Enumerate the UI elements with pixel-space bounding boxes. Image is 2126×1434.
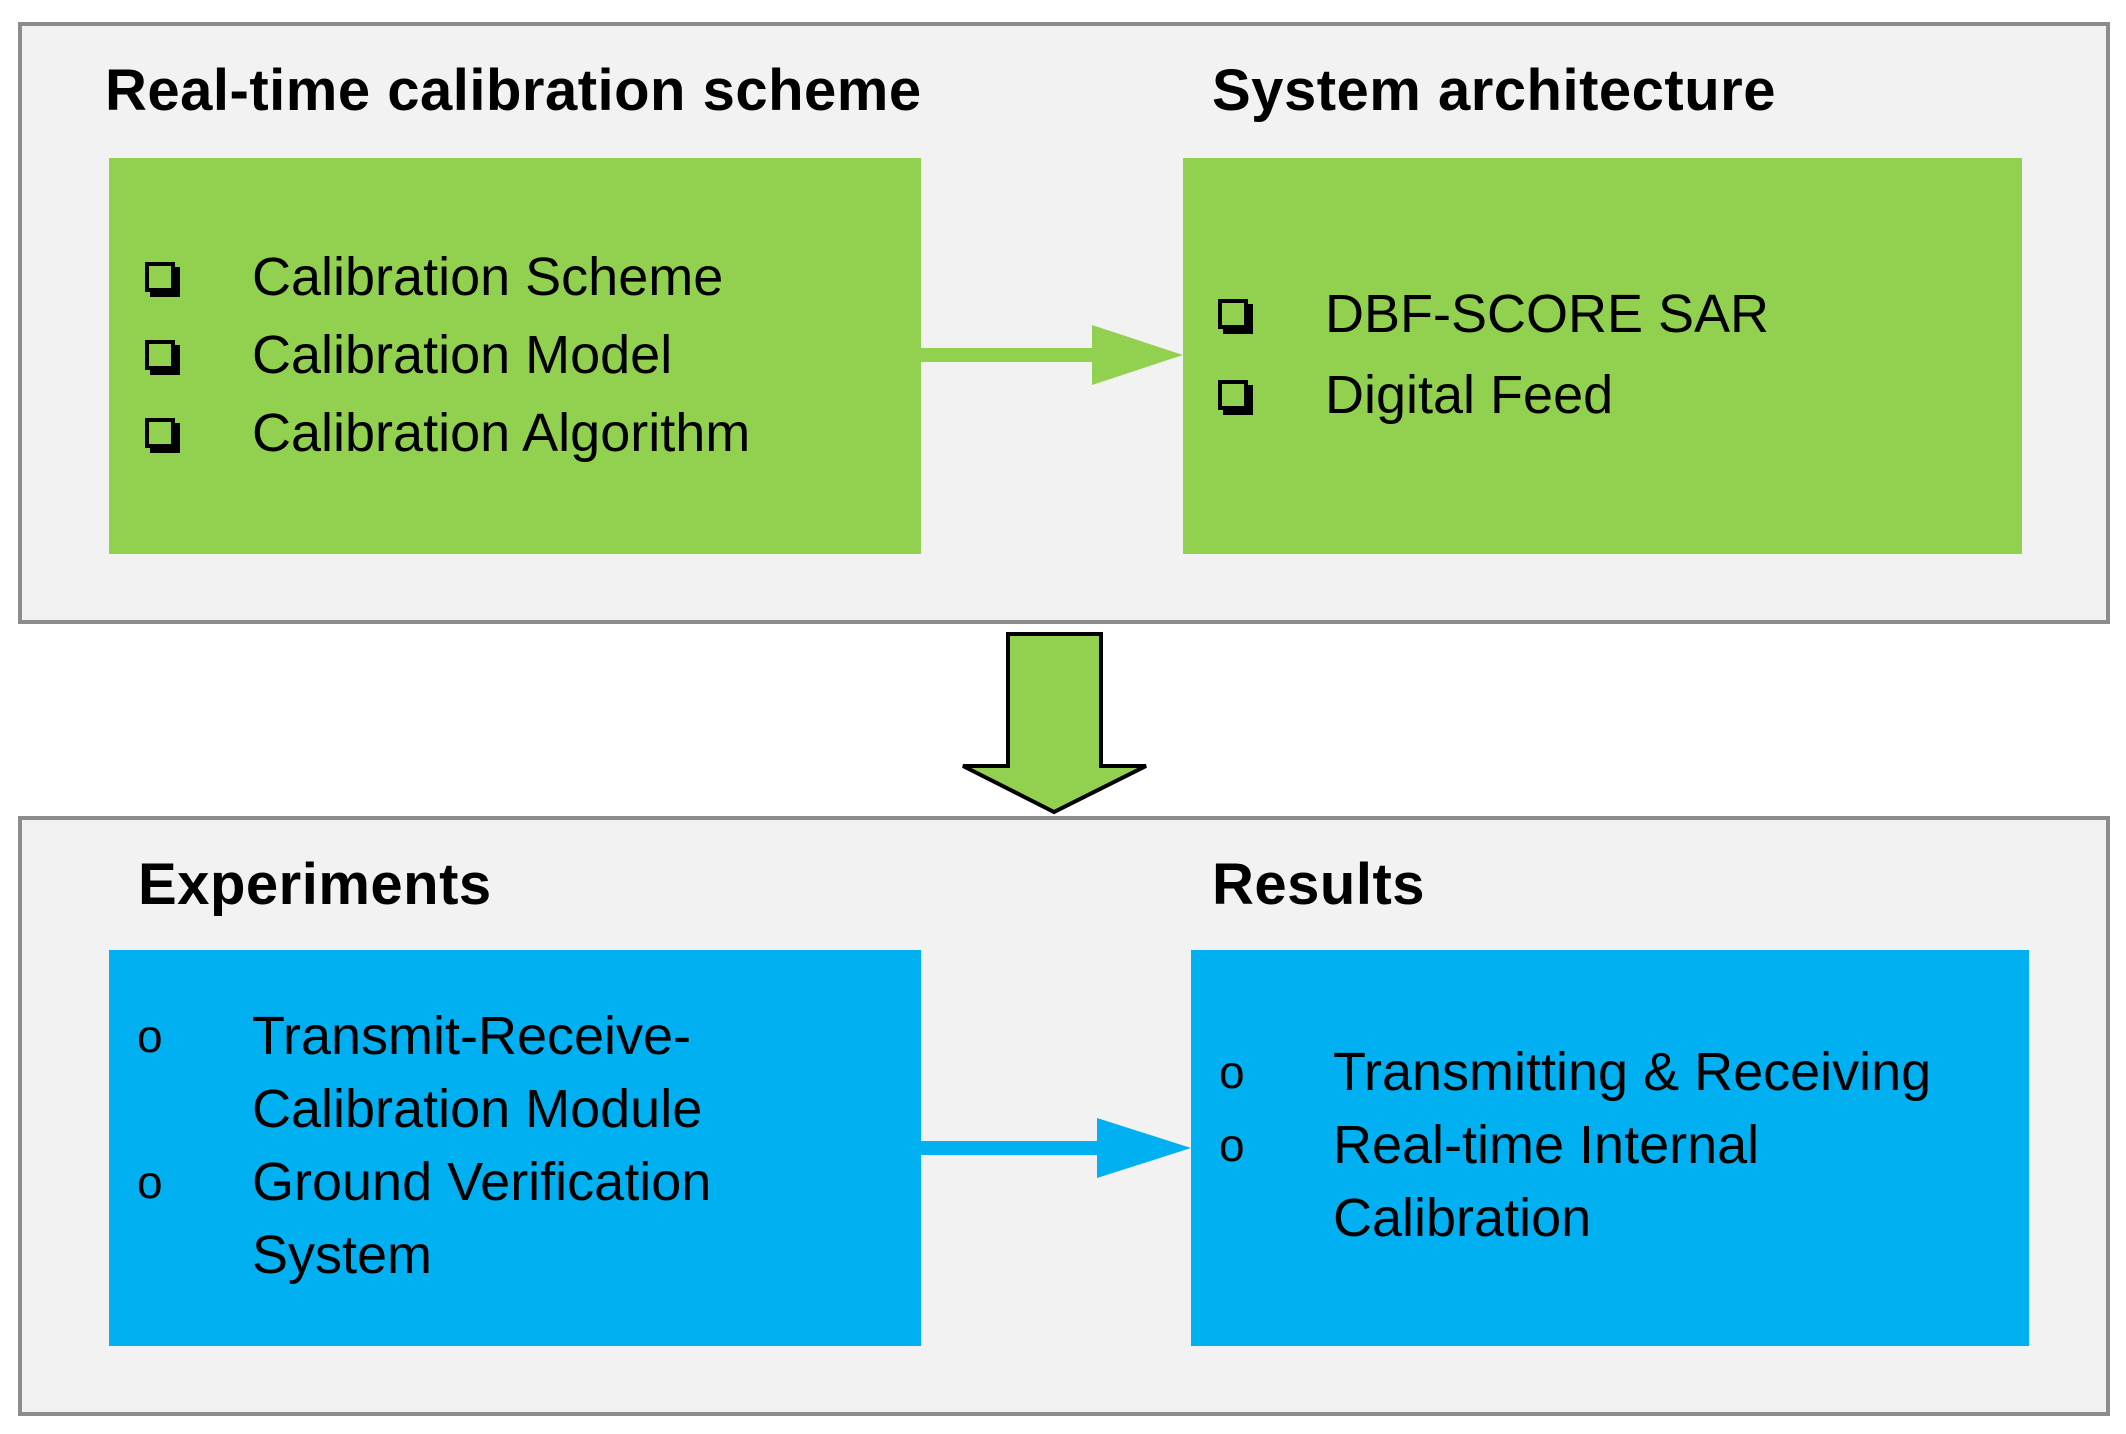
experiments-heading: Experiments: [138, 852, 492, 917]
result-item-line: Transmitting & Receiving: [1333, 1042, 1932, 1102]
checkbox-bullet-icon: [1218, 380, 1248, 410]
checkbox-bullet-icon: [145, 262, 175, 292]
experiment-item-line: Transmit-Receive-: [252, 1006, 692, 1066]
result-item-line: Real-time Internal: [1333, 1115, 1760, 1175]
result-item-line: Calibration: [1333, 1188, 1592, 1248]
checkbox-bullet-icon: [145, 340, 175, 370]
calibration-scheme-heading: Real-time calibration scheme: [105, 58, 922, 123]
architecture-item: DBF-SCORE SAR: [1325, 284, 1770, 344]
architecture-box: DBF-SCORE SAR Digital Feed: [1183, 158, 2022, 554]
architecture-item: Digital Feed: [1325, 365, 1614, 425]
checkbox-bullet-icon: [1218, 299, 1248, 329]
calibration-item: Calibration Algorithm: [252, 403, 751, 463]
checkbox-bullet-icon: [145, 418, 175, 448]
circle-bullet-icon: o: [137, 1010, 163, 1062]
calibration-item: Calibration Model: [252, 325, 673, 385]
experiment-item-line: System: [252, 1225, 433, 1285]
experiment-item-line: Calibration Module: [252, 1079, 703, 1139]
circle-bullet-icon: o: [1219, 1046, 1245, 1098]
results-heading: Results: [1212, 852, 1426, 917]
experiments-box: o Transmit-Receive- Calibration Module o…: [109, 950, 921, 1346]
results-box: o Transmitting & Receiving o Real-time I…: [1191, 950, 2029, 1346]
calibration-box: Calibration Scheme Calibration Model Cal…: [109, 158, 921, 554]
circle-bullet-icon: o: [1219, 1119, 1245, 1171]
system-architecture-heading: System architecture: [1212, 58, 1776, 123]
down-block-arrow: [962, 632, 1147, 815]
experiment-item-line: Ground Verification: [252, 1152, 712, 1212]
circle-bullet-icon: o: [137, 1156, 163, 1208]
calibration-item: Calibration Scheme: [252, 247, 724, 307]
